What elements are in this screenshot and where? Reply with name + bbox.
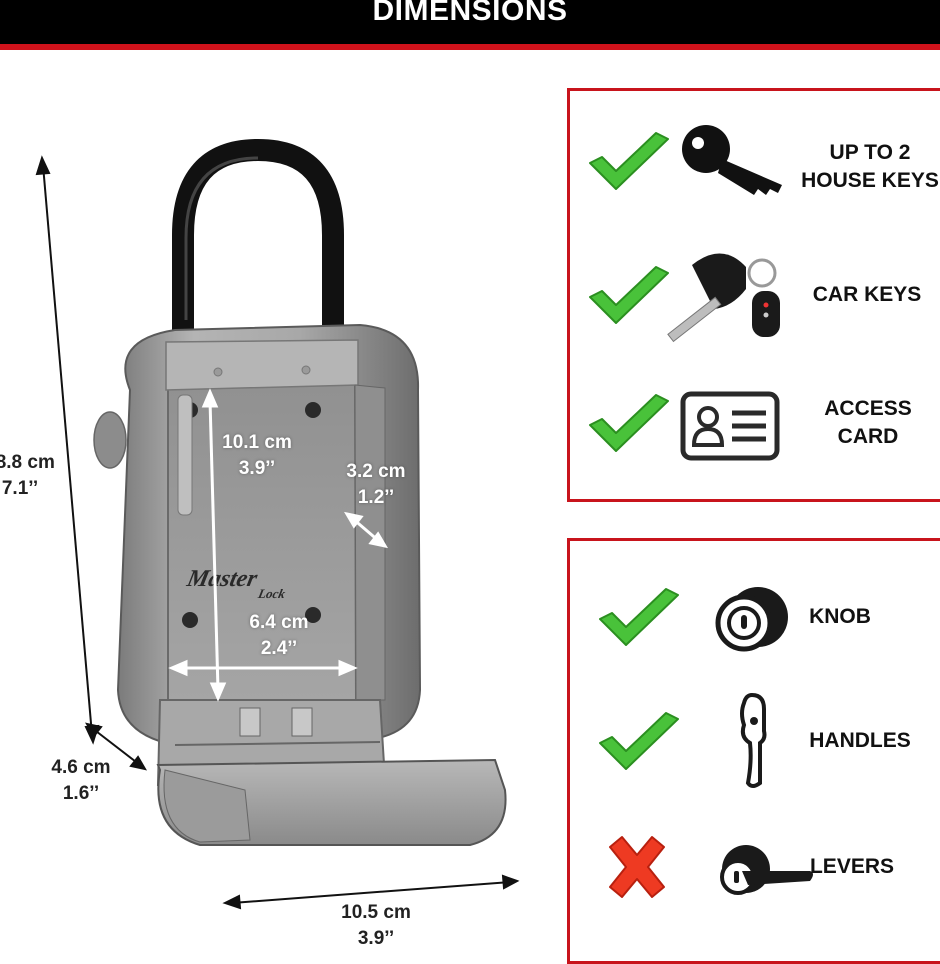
- svg-text:Master: Master: [184, 565, 261, 592]
- green-check-icon: [589, 266, 669, 324]
- door-knob-icon: [715, 587, 788, 652]
- shackle: [172, 138, 344, 341]
- mounting-panel: KNOB HANDLES LEVERS: [567, 538, 940, 964]
- access-card-row: ACCESS CARD: [570, 381, 940, 481]
- page-title: DIMENSIONS: [372, 0, 568, 27]
- access-card-label: ACCESS CARD: [824, 397, 912, 448]
- depth-label: 4.6 cm 1.6’’: [38, 755, 124, 807]
- inner-width-label: 6.4 cm 2.4’’: [234, 610, 324, 662]
- red-cross-icon: [609, 836, 665, 898]
- inner-height-cm: 10.1 cm: [222, 432, 292, 453]
- width-in: 3.9’’: [357, 928, 395, 949]
- depth-in: 1.6’’: [62, 783, 100, 804]
- height-label: 18.8 cm 7.1’’: [0, 450, 68, 502]
- levers-row: LEVERS: [570, 821, 940, 921]
- house-keys-row: UP TO 2 HOUSE KEYS: [570, 111, 940, 211]
- green-check-icon: [589, 132, 669, 190]
- green-check-icon: [599, 588, 679, 646]
- car-key-icon: [667, 253, 780, 343]
- house-keys-label: UP TO 2 HOUSE KEYS: [801, 141, 939, 192]
- width-label: 10.5 cm 3.9’’: [326, 900, 426, 952]
- green-check-icon: [599, 712, 679, 770]
- height-arrow: [42, 164, 93, 736]
- inner-depth-in: 1.2’’: [357, 487, 395, 508]
- height-cm: 18.8 cm: [0, 452, 55, 473]
- handles-row: HANDLES: [570, 691, 940, 791]
- contents-panel: UP TO 2 HOUSE KEYS CAR KEYS: [567, 88, 940, 502]
- inner-width-cm: 6.4 cm: [249, 612, 309, 633]
- inner-height-arrow: [208, 399, 220, 691]
- inner-depth-cm: 3.2 cm: [346, 461, 406, 482]
- house-key-icon: [682, 125, 782, 195]
- width-arrow: [231, 881, 511, 904]
- knob-label: KNOB: [809, 605, 871, 628]
- svg-text:Lock: Lock: [256, 586, 287, 601]
- height-in: 7.1’’: [1, 478, 39, 499]
- inner-height-in: 3.9’’: [238, 458, 276, 479]
- brand-logo: Master Lock: [184, 565, 287, 601]
- inner-depth-label: 3.2 cm 1.2’’: [334, 459, 418, 511]
- green-check-icon: [589, 394, 669, 452]
- width-cm: 10.5 cm: [341, 902, 411, 923]
- lockbox-illustration: Master Lock 18.8: [0, 50, 560, 949]
- levers-label: LEVERS: [809, 855, 895, 878]
- header-bar: DIMENSIONS: [0, 0, 940, 50]
- access-card-icon: [680, 391, 780, 461]
- car-keys-row: CAR KEYS: [570, 251, 940, 351]
- knob-row: KNOB: [570, 571, 940, 671]
- inner-height-label: 10.1 cm 3.9’’: [208, 430, 306, 482]
- depth-arrow: [91, 727, 141, 766]
- car-keys-label: CAR KEYS: [812, 283, 922, 306]
- inner-width-in: 2.4’’: [260, 638, 298, 659]
- door-lever-icon: [720, 845, 813, 895]
- door-handle-icon: [740, 692, 767, 788]
- depth-cm: 4.6 cm: [51, 757, 111, 778]
- handles-label: HANDLES: [809, 729, 911, 752]
- lockbox-drawing: Master Lock: [35, 138, 520, 910]
